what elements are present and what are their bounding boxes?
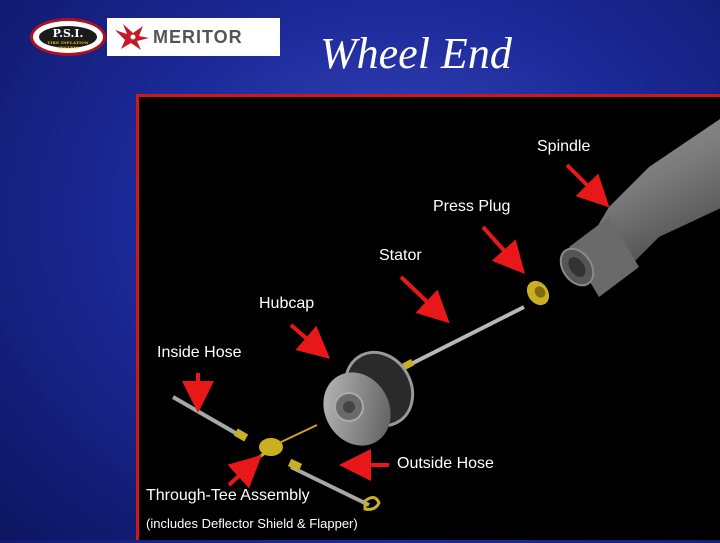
inside-hose-part <box>172 395 249 442</box>
meritor-logo: MERITOR <box>107 18 280 56</box>
arrow-spindle <box>565 163 610 208</box>
through-tee-part <box>250 424 318 465</box>
label-through-tee-note: (includes Deflector Shield & Flapper) <box>146 516 358 531</box>
arrow-stator <box>399 275 450 324</box>
arrow-through-tee <box>227 454 262 489</box>
psi-logo: P.S.I. TIRE INFLATION SYSTEM <box>30 18 106 56</box>
exploded-view-drawing <box>172 119 720 511</box>
arrow-hubcap <box>289 323 331 359</box>
press-plug-part <box>526 280 550 306</box>
outside-hose-part <box>287 458 381 511</box>
spindle-part <box>559 119 720 297</box>
label-outside-hose: Outside Hose <box>397 455 494 472</box>
meritor-logo-text: MERITOR <box>153 27 243 47</box>
diagram-panel: Spindle Press Plug Stator Hubcap Inside … <box>136 94 720 540</box>
meritor-bird-icon <box>115 24 149 50</box>
psi-logo-tagline: TIRE INFLATION SYSTEM <box>47 40 89 50</box>
arrow-press-plug <box>481 225 526 274</box>
label-hubcap: Hubcap <box>259 295 315 312</box>
label-inside-hose: Inside Hose <box>157 344 242 361</box>
hubcap-part <box>323 350 415 446</box>
page-title: Wheel End <box>320 29 512 78</box>
label-press-plug: Press Plug <box>433 198 511 215</box>
stator-part <box>402 305 525 370</box>
psi-logo-name: P.S.I. <box>52 27 84 40</box>
label-spindle: Spindle <box>537 138 591 155</box>
label-through-tee: Through-Tee Assembly <box>146 487 310 504</box>
label-stator: Stator <box>379 247 422 264</box>
